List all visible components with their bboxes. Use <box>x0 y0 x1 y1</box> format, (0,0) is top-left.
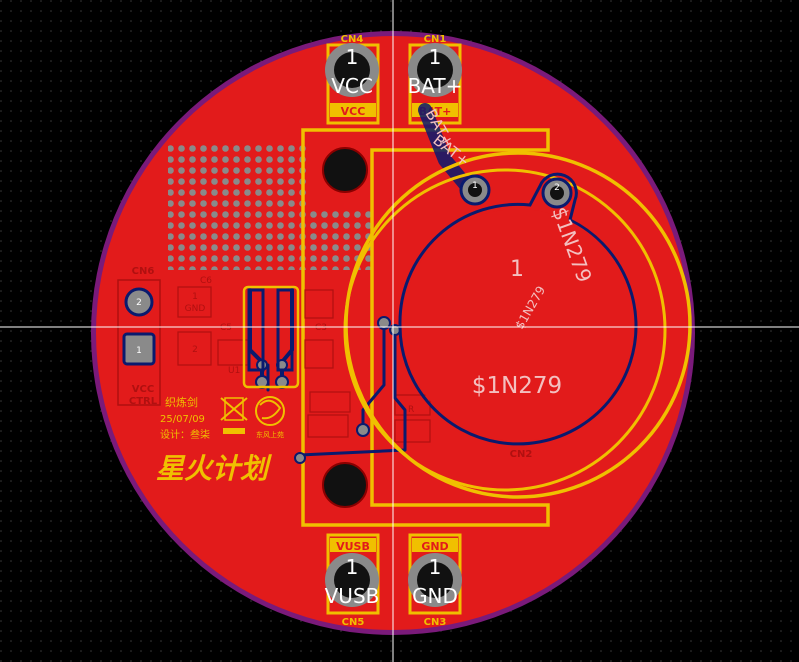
ref-c3: C3 <box>315 323 327 333</box>
holder-mount-hole-bottom <box>322 462 368 508</box>
component-u1-body <box>242 285 300 389</box>
cn6-pin-1-label: 1 <box>136 346 142 356</box>
cn3-ref-label: CN3 <box>424 617 447 628</box>
holder-mount-hole-top <box>322 147 368 193</box>
battery-pin-2-label: 2 <box>554 183 560 193</box>
cn2-ref-label: CN2 <box>510 449 533 460</box>
logo-title: 星火计划 <box>156 452 272 485</box>
cn6-side-label-2: CTRL <box>129 396 158 407</box>
battery-pad-outline <box>398 172 638 446</box>
cn5-pad-net: VUSB <box>325 584 380 608</box>
logo-date: 25/07/09 <box>160 414 205 425</box>
cn6-ref-label: CN6 <box>132 266 155 277</box>
cn6-pin-1[interactable] <box>122 332 156 366</box>
cn1-ref-label: CN1 <box>424 34 447 45</box>
cn4-pad-number: 1 <box>346 45 359 69</box>
pad-1-label: 1 <box>192 292 198 302</box>
cn3-label-bg <box>412 538 458 552</box>
logo-brand-small: 东风上苑 <box>256 430 284 439</box>
ref-c5: C5 <box>220 323 232 333</box>
cn3-pad-hole <box>417 562 453 598</box>
battery-net-large: $1N279 <box>472 373 562 399</box>
cn1-pad-number: 1 <box>429 45 442 69</box>
brand-seal-icon <box>255 396 285 426</box>
ref-r: R <box>408 405 414 415</box>
recycle-bin-icon <box>220 397 248 434</box>
cn3-silk-label: GND <box>421 540 448 553</box>
cn4-ref-label: CN4 <box>341 34 364 45</box>
cn5-silk-label: VUSB <box>336 540 370 553</box>
cn6-pin-2-label: 2 <box>136 298 142 308</box>
holder-second-ring <box>343 168 667 492</box>
cn4-pad-hole <box>334 52 370 88</box>
cn1-pad-net: BAT+ <box>408 74 463 98</box>
cn5-pad-number: 1 <box>346 555 359 579</box>
cn3-pad-number: 1 <box>429 555 442 579</box>
cn4-label-bg <box>330 103 376 117</box>
pad-2[interactable] <box>177 331 212 366</box>
pad-gnd-label: GND <box>185 304 206 314</box>
pad-2-label: 2 <box>192 345 198 355</box>
battery-pad[interactable] <box>402 209 634 441</box>
cn1-pad-hole <box>417 52 453 88</box>
pad-1-gnd[interactable] <box>177 286 212 318</box>
cn5-label-bg <box>330 538 376 552</box>
logo-line1: 织炼剑 <box>165 395 198 409</box>
cn5-ref-label: CN5 <box>342 617 365 628</box>
cn6-frame <box>117 279 161 406</box>
cn4-pad-net: VCC <box>331 74 373 98</box>
cn6-pin-2[interactable] <box>124 287 154 317</box>
cn6-side-label-1: VCC <box>132 384 154 395</box>
ref-c6: C6 <box>200 276 212 286</box>
cn5-pad-hole <box>334 562 370 598</box>
holder-silk-outline <box>301 128 550 527</box>
connector-cn5[interactable]: VUSB 1 VUSB CN5 <box>325 533 380 628</box>
connector-cn3[interactable]: GND 1 GND CN3 <box>408 533 462 628</box>
battery-pad-number: 1 <box>510 257 524 282</box>
cn3-pad-net: GND <box>412 584 458 608</box>
connector-cn4[interactable]: CN4 1 VCC VCC <box>325 34 380 125</box>
proto-hole-grid <box>168 143 376 270</box>
connector-cn6[interactable]: CN6 2 1 VCC CTRL <box>117 266 161 407</box>
ref-u1: U1 <box>228 366 240 376</box>
logo-block: 织炼剑 25/07/09 设计：叁柒 东风上苑 星火计划 <box>156 395 285 485</box>
battery-pin-1-label: 1 <box>472 181 478 191</box>
logo-designer: 设计：叁柒 <box>160 428 210 441</box>
signal-traces <box>248 103 477 457</box>
component-group-left: 1 GND 2 C6 C5 U1 C3 R <box>177 276 431 443</box>
cn4-silk-label: VCC <box>341 105 366 118</box>
